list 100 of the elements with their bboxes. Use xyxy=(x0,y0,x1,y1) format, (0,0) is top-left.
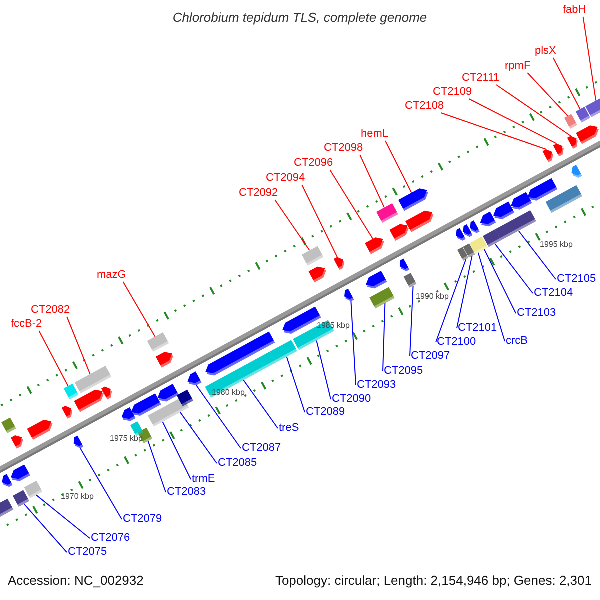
leader-line xyxy=(162,422,192,480)
gene-feature xyxy=(27,420,53,440)
gene-label: crcB xyxy=(506,335,528,348)
leader-line xyxy=(494,243,534,294)
leader-line xyxy=(527,72,568,117)
gene-label: CT2101 xyxy=(458,322,498,335)
gene-feature xyxy=(2,474,13,488)
leader-line xyxy=(478,252,506,342)
gene-feature xyxy=(176,390,194,407)
gene-label: CT2094 xyxy=(266,172,306,185)
gene-label: rpmF xyxy=(505,60,531,73)
gene-feature xyxy=(398,188,428,212)
gene-feature xyxy=(463,224,473,238)
gene-feature xyxy=(493,202,515,220)
gene-feature xyxy=(74,436,84,448)
gene-feature xyxy=(130,422,144,436)
gene-label: fccB-2 xyxy=(11,318,42,331)
leader-line xyxy=(148,440,166,493)
leader-line xyxy=(36,494,90,539)
leader-line xyxy=(440,112,547,150)
gene-feature xyxy=(470,220,480,234)
gene-feature xyxy=(546,185,583,214)
gene-feature xyxy=(74,390,104,412)
leader-line xyxy=(350,301,356,386)
gene-label: hemL xyxy=(361,128,389,141)
gene-feature xyxy=(365,238,384,254)
gene-feature xyxy=(528,178,558,201)
gene-feature xyxy=(576,107,591,123)
gene-feature xyxy=(511,192,532,210)
leader-line xyxy=(360,154,385,208)
gene-label: CT2082 xyxy=(31,304,70,317)
gene-feature xyxy=(12,490,30,507)
leader-line xyxy=(552,58,581,110)
gene-feature xyxy=(567,136,578,150)
accession-label: Accession: NC_002932 xyxy=(8,573,144,589)
leader-line xyxy=(316,340,332,400)
gene-feature xyxy=(564,114,578,129)
position-label: 1980 kbp xyxy=(212,388,245,397)
gene-feature xyxy=(370,287,395,309)
gene-feature xyxy=(148,406,172,427)
gene-label: fabH xyxy=(563,4,586,17)
gene-feature xyxy=(366,270,388,289)
gene-feature xyxy=(308,266,326,283)
gene-feature xyxy=(62,406,72,419)
gene-label: trmE xyxy=(192,473,216,486)
gene-feature xyxy=(376,203,398,224)
gene-feature xyxy=(404,273,417,288)
leader-line xyxy=(330,170,374,240)
gene-label: CT2097 xyxy=(411,350,450,363)
gene-label: CT2087 xyxy=(242,442,282,455)
gene-label: CT2090 xyxy=(332,393,372,406)
gene-feature xyxy=(24,480,43,498)
gene-feature xyxy=(11,435,24,449)
leader-line xyxy=(196,385,242,449)
gene-feature xyxy=(390,224,410,241)
gene-feature xyxy=(572,165,582,178)
gene-feature xyxy=(542,150,554,162)
leader-line xyxy=(180,412,218,464)
leader-line xyxy=(518,230,556,280)
gene-feature xyxy=(64,384,79,400)
gene-feature xyxy=(344,288,354,302)
position-label: 1995 kbp xyxy=(540,240,573,249)
gene-feature xyxy=(11,464,30,482)
position-label: 1970 kbp xyxy=(61,492,94,501)
gene-feature xyxy=(131,394,162,416)
gene-label: CT2076 xyxy=(91,532,130,545)
gene-label: CT2085 xyxy=(218,457,258,470)
leader-line xyxy=(436,259,467,343)
gene-feature xyxy=(102,386,112,400)
leader-line xyxy=(302,184,338,258)
gene-feature xyxy=(406,210,434,232)
gene-label: CT2093 xyxy=(357,379,396,392)
gene-label: CT2109 xyxy=(433,86,472,99)
gene-feature xyxy=(156,352,174,368)
gene-label: plsX xyxy=(535,45,556,58)
leader-line xyxy=(410,286,414,357)
gene-feature xyxy=(470,240,482,254)
gene-label: CT2105 xyxy=(557,273,596,286)
position-label: 1990 kbp xyxy=(416,292,449,301)
gene-feature xyxy=(458,247,469,262)
leader-line xyxy=(80,448,122,520)
gene-feature xyxy=(188,372,202,386)
leader-line xyxy=(24,504,68,553)
gene-feature xyxy=(400,258,410,272)
gene-feature xyxy=(553,144,564,157)
gene-feature xyxy=(334,257,344,270)
gene-feature xyxy=(147,332,170,352)
gene-label: mazG xyxy=(97,269,126,282)
gene-feature xyxy=(586,98,600,118)
leader-line xyxy=(496,84,572,137)
gene-feature xyxy=(158,384,179,402)
leader-line xyxy=(385,140,412,194)
gene-feature xyxy=(456,228,466,241)
gene-label: CT2098 xyxy=(324,142,364,155)
gene-feature xyxy=(302,246,324,266)
gene-label: CT2111 xyxy=(462,72,500,85)
leader-line xyxy=(582,16,597,102)
genome-info-label: Topology: circular; Length: 2,154,946 bp; Genes: 2,301 xyxy=(275,573,592,589)
leader-line xyxy=(66,316,91,375)
leader-line xyxy=(484,249,516,314)
